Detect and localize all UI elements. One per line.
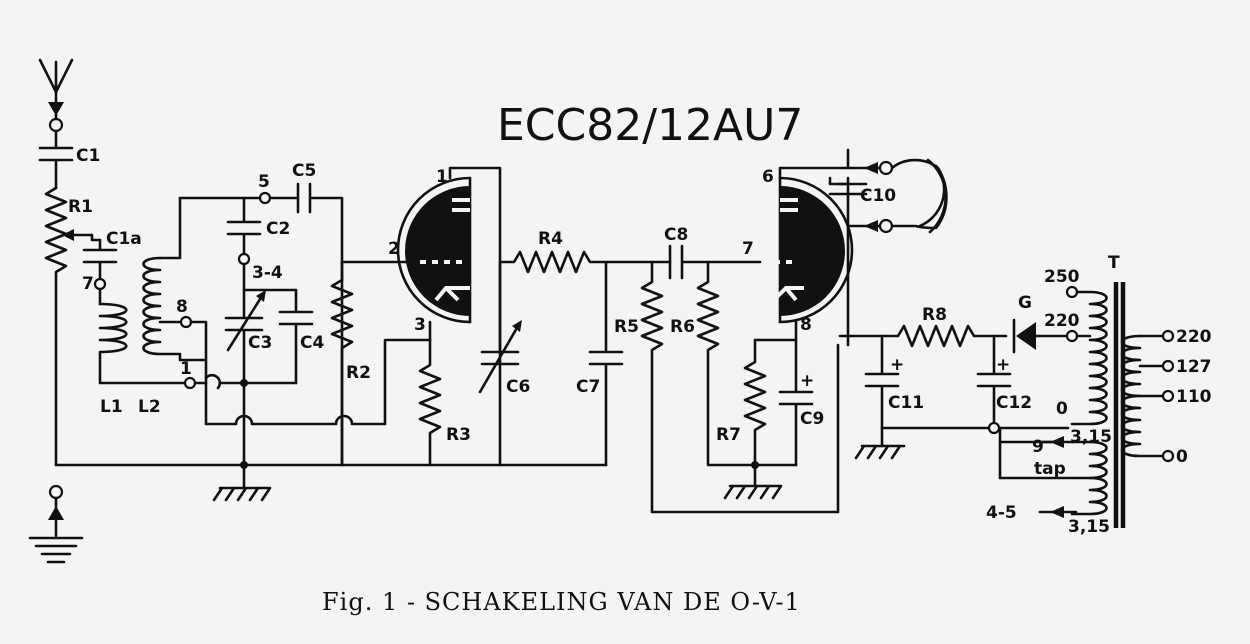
ground-symbol	[723, 463, 783, 500]
capacitor-c1	[38, 129, 74, 190]
diode-g	[1012, 318, 1068, 354]
label-node-8: 8	[176, 297, 188, 317]
capacitor-c2	[226, 196, 262, 266]
label-c3: C3	[248, 333, 272, 353]
label-pin-2: 2	[388, 239, 400, 259]
label-r5: R5	[614, 317, 639, 337]
label-mains-127: 127	[1176, 357, 1212, 377]
label-r2: R2	[346, 363, 371, 383]
label-r6: R6	[670, 317, 695, 337]
tube-ecc82-first-half	[396, 166, 502, 467]
coil-l1	[98, 287, 190, 385]
label-c10: C10	[860, 186, 896, 206]
label-c11-plus: +	[890, 355, 904, 375]
label-c4: C4	[300, 333, 324, 353]
label-tap-315-upper: 3,15	[1070, 427, 1112, 447]
label-mains-0: 0	[1176, 447, 1188, 467]
transformer-t	[998, 282, 1175, 528]
resistor-r6	[696, 260, 798, 467]
label-r4: R4	[538, 229, 563, 249]
label-tap-9: 9	[1032, 437, 1044, 457]
label-r3: R3	[446, 425, 471, 445]
label-tap-center: tap	[1034, 459, 1066, 479]
label-pin-1: 1	[436, 167, 448, 187]
label-r8: R8	[922, 305, 947, 325]
resistor-r4	[498, 250, 672, 274]
label-g: G	[1018, 293, 1032, 313]
label-c11: C11	[888, 393, 924, 413]
label-c1: C1	[76, 146, 100, 166]
label-node-3-4: 3-4	[252, 263, 283, 283]
label-tap-220: 220	[1044, 311, 1080, 331]
variable-capacitor-c3	[224, 262, 314, 467]
label-node-5: 5	[258, 172, 270, 192]
label-c12: C12	[996, 393, 1032, 413]
resistor-r3	[418, 338, 442, 467]
label-tap-4-5: 4-5	[986, 503, 1017, 523]
label-c1a: C1a	[106, 229, 142, 249]
capacitor-c5	[268, 182, 344, 467]
ground-symbol	[212, 463, 272, 502]
label-pin-7: 7	[742, 239, 754, 259]
label-pin-3: 3	[414, 315, 426, 335]
label-tap-0: 0	[1056, 399, 1068, 419]
label-c2: C2	[266, 219, 290, 239]
label-node-1: 1	[180, 359, 192, 379]
variable-capacitor-c6	[478, 260, 522, 394]
antenna-icon	[38, 58, 74, 133]
label-c5: C5	[292, 161, 316, 181]
resistor-r2	[330, 260, 420, 467]
figure-caption: Fig. 1 - SCHAKELING VAN DE O-V-1	[322, 588, 801, 616]
ground-symbol	[854, 444, 906, 460]
tube-ecc82-second-half	[753, 148, 854, 342]
label-l1: L1	[100, 397, 123, 417]
coil-l2	[142, 196, 207, 390]
capacitor-c8	[668, 244, 762, 280]
capacitor-c11	[864, 358, 900, 448]
label-tap-250: 250	[1044, 267, 1080, 287]
label-mains-110: 110	[1176, 387, 1212, 407]
label-tap-315-lower: 3,15	[1068, 517, 1110, 537]
label-t: T	[1108, 253, 1120, 273]
capacitor-c7	[588, 260, 624, 467]
label-c12-plus: +	[996, 355, 1010, 375]
label-c9-plus: +	[800, 371, 814, 391]
label-c9: C9	[800, 409, 824, 429]
label-r7: R7	[716, 425, 741, 445]
resistor-r8	[880, 324, 1008, 348]
resistor-r5	[640, 260, 840, 514]
earth-terminal	[28, 484, 84, 564]
potentiometer-r1	[44, 186, 102, 467]
schematic-title: ECC82/12AU7	[497, 100, 803, 151]
label-c8: C8	[664, 225, 688, 245]
label-c7: C7	[576, 377, 600, 397]
capacitor-c9	[778, 338, 814, 467]
label-l2: L2	[138, 397, 161, 417]
label-pin-6: 6	[762, 167, 774, 187]
label-r1: R1	[68, 197, 93, 217]
capacitor-c12	[976, 334, 1012, 430]
label-mains-220: 220	[1176, 327, 1212, 347]
headphones-icon	[864, 158, 948, 234]
label-pin-8: 8	[800, 315, 812, 335]
label-c6: C6	[506, 377, 530, 397]
resistor-r7	[743, 338, 767, 467]
label-node-7: 7	[82, 274, 94, 294]
